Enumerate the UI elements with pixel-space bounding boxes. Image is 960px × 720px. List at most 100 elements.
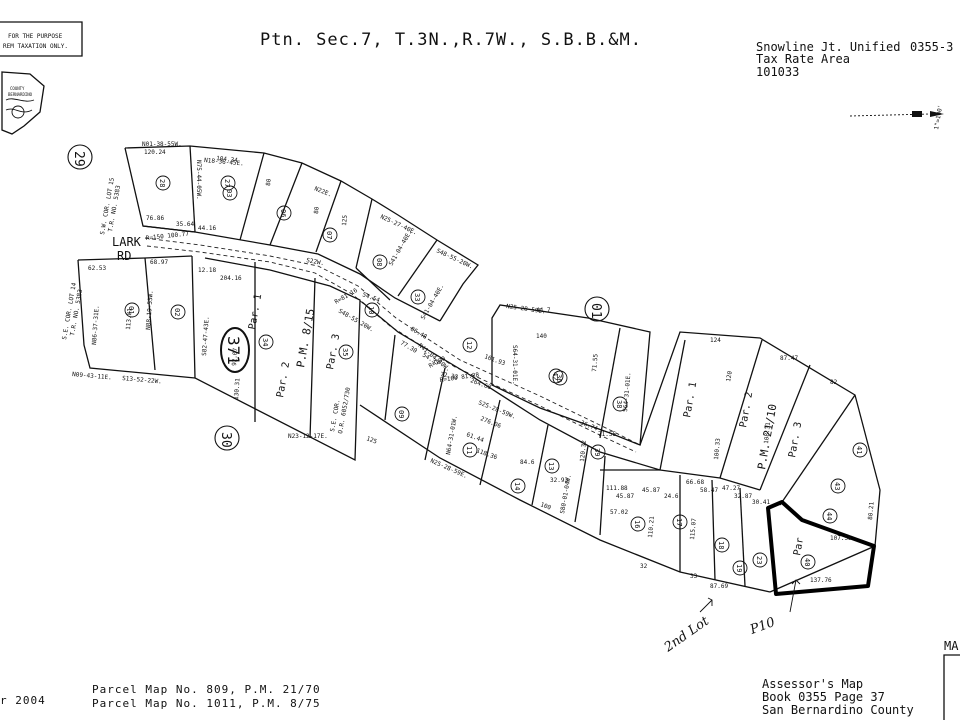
- svg-text:29: 29: [71, 151, 86, 167]
- parcel-number-23: 23: [752, 552, 768, 568]
- district-info: Snowline Jt. Unified 0355-3 Tax Rate Are…: [756, 40, 953, 79]
- dimension-label: 140: [536, 333, 547, 340]
- block-number-29: 29: [67, 144, 93, 170]
- parcel-number-09: 09: [394, 406, 410, 422]
- dimension-label: 57.02: [610, 509, 628, 516]
- svg-text:23: 23: [755, 556, 763, 564]
- disclaimer-line2: REM TAXATION ONLY.: [3, 43, 68, 50]
- bearing-label: S41-04-40E.: [420, 283, 446, 321]
- dimension-label: 120.24: [144, 149, 166, 156]
- parcel-number-33: 33: [410, 289, 426, 305]
- dimension-label: 30.41: [752, 499, 770, 506]
- parcel-number-18: 18: [714, 537, 730, 553]
- street-name-rd: RD: [117, 249, 131, 263]
- corner-mark: MA: [944, 639, 959, 653]
- svg-text:28: 28: [158, 179, 166, 187]
- parcel-number-34: 34: [258, 334, 274, 350]
- bearing-label: N88-19-53W.: [145, 290, 155, 330]
- dimension-label: 80: [265, 178, 273, 186]
- parcel-number-43: 43: [830, 478, 846, 494]
- dimension-label: 82: [830, 379, 838, 386]
- svg-text:09: 09: [397, 410, 405, 418]
- dimension-label: 62.53: [88, 265, 106, 272]
- dimension-label: 71.55: [598, 431, 616, 438]
- footer-parcel-map-1: Parcel Map No. 809, P.M. 21/70: [92, 683, 321, 696]
- svg-text:16: 16: [633, 520, 641, 528]
- svg-text:11: 11: [465, 446, 473, 454]
- disclaimer-line1: FOR THE PURPOSE: [8, 33, 63, 40]
- svg-text:01: 01: [588, 303, 603, 319]
- dimension-label: 125: [365, 435, 378, 445]
- dimension-label: 264.68: [469, 377, 492, 391]
- footer-year: r 2004: [0, 694, 46, 707]
- parcel-number-39: 39: [590, 444, 606, 460]
- dimension-label: 130.31: [233, 378, 242, 400]
- parcel-number-17: 17: [672, 514, 688, 530]
- seal-bottom-text: BERNARDINO: [8, 92, 33, 97]
- map-page-badge: 371: [220, 327, 250, 373]
- bearing-label: N23-12-17E.: [288, 433, 328, 440]
- bearing-label: S64-31-01E.: [511, 345, 518, 385]
- dimension-label: 58.47: [700, 487, 718, 494]
- dimension-label: 45.87: [616, 493, 634, 500]
- svg-text:07: 07: [325, 231, 333, 239]
- dimension-label: 76.86: [146, 215, 164, 222]
- svg-text:33: 33: [413, 293, 421, 301]
- dimension-label: 100: [539, 501, 552, 511]
- dimension-label: 71.55: [591, 353, 600, 372]
- footer-assessors-map: Assessor's Map: [762, 677, 863, 691]
- svg-text:12: 12: [465, 341, 473, 349]
- dimension-label: 80: [313, 206, 321, 214]
- tax-rate-area-label: Tax Rate Area: [756, 52, 850, 66]
- svg-text:30: 30: [218, 432, 233, 448]
- dimension-label: 92.07: [231, 347, 239, 366]
- parcel-number-35: 35: [338, 344, 354, 360]
- dimension-label: 33: [690, 573, 698, 580]
- dimension-label: 45.87: [642, 487, 660, 494]
- par-label: Par. 3: [325, 333, 342, 370]
- parcel-number-42: 42: [548, 368, 564, 384]
- svg-text:06: 06: [279, 209, 287, 217]
- dimension-label: 66.68: [686, 479, 704, 486]
- svg-text:41: 41: [855, 446, 863, 454]
- parcel-number-14: 14: [510, 478, 526, 494]
- dimension-label: 107.55: [830, 535, 852, 542]
- parcel-number-10: 10: [364, 302, 380, 318]
- corner-box: [943, 654, 960, 720]
- svg-text:43: 43: [833, 482, 841, 490]
- street-name-lark: LARK: [112, 235, 142, 249]
- dimension-label: 32.93: [550, 477, 568, 484]
- dimension-label: 204.16: [220, 275, 242, 282]
- bearing-label: S41-04-40E.: [388, 229, 414, 267]
- par-label: Par. 2: [275, 361, 292, 398]
- dimension-label: 87.47: [780, 355, 798, 362]
- par-label: Par. 1: [682, 381, 699, 418]
- svg-text:42: 42: [551, 372, 559, 380]
- dimension-label: 47.27: [722, 485, 740, 492]
- dimension-labels: 120.24104.34808012576.8635.6444.16204.16…: [88, 149, 876, 590]
- bearing-label: N86-37-31E.: [91, 305, 101, 345]
- svg-text:10: 10: [367, 306, 375, 314]
- parcel-number-11: 11: [462, 442, 478, 458]
- dimension-label: 80.21: [867, 501, 876, 520]
- par-label: Par. 3: [787, 421, 804, 458]
- dimension-label: 32.87: [734, 493, 752, 500]
- svg-text:02: 02: [173, 308, 181, 316]
- dimension-label: 44.16: [198, 225, 216, 232]
- block-number-01: 01: [584, 296, 610, 322]
- svg-text:03: 03: [225, 189, 233, 197]
- parcel-number-16: 16: [630, 516, 646, 532]
- bearing-label: N01-38-55W.: [142, 141, 182, 148]
- bearing-label: N22E.: [313, 185, 332, 198]
- dimension-label: 72.33: [440, 371, 459, 381]
- bearing-label: S82-47-43E.: [201, 316, 211, 356]
- bearing-label: S64-31-01E.: [622, 372, 632, 412]
- svg-text:371: 371: [224, 336, 243, 365]
- handwritten-note: P10: [747, 615, 777, 638]
- dimension-label: 86.48: [409, 326, 428, 341]
- dimension-label: 35.64: [176, 221, 194, 228]
- bearing-label: N75-44-05W.: [195, 160, 202, 200]
- corner-note-sw: S.W. COR. LOT 15 T.R. NO. 5383: [99, 177, 122, 236]
- tax-rate-area-number: 101033: [756, 65, 799, 79]
